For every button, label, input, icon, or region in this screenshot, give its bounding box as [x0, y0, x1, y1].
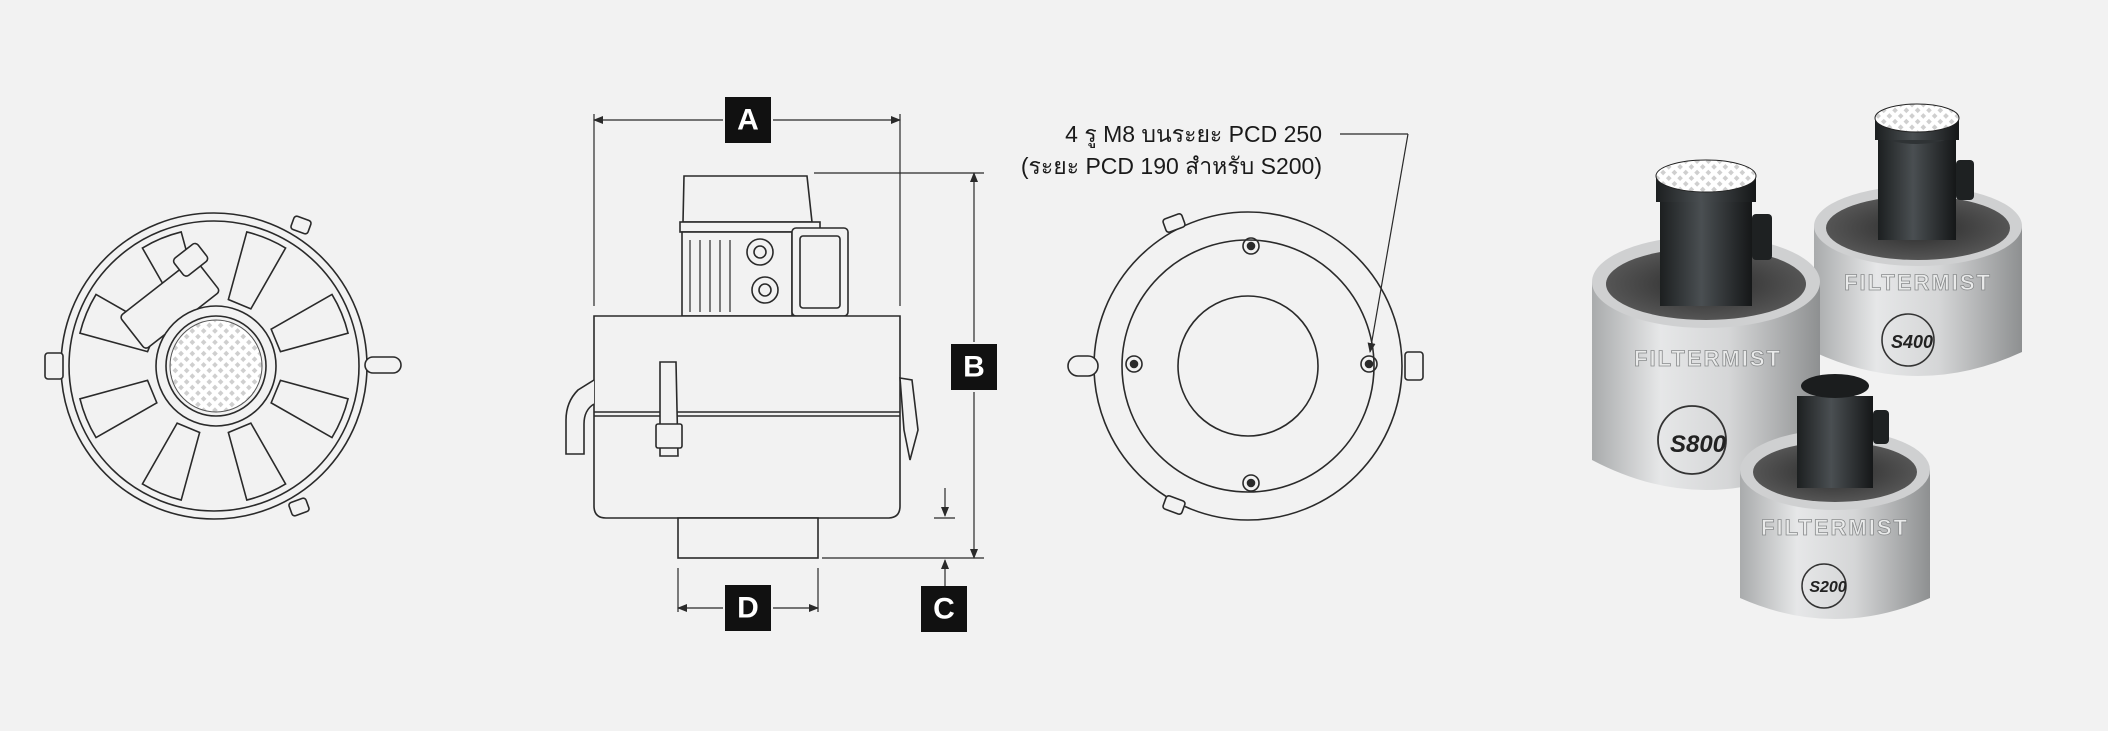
mounting-note-line1: 4 รู M8 บนระยะ PCD 250 [1065, 121, 1322, 148]
fan-vane [227, 422, 287, 502]
fan-vane [141, 422, 201, 502]
dimension-lines [593, 114, 984, 612]
product-s200: FILTERMIST S200 [1740, 374, 1930, 619]
product-s800-brand: FILTERMIST [1634, 346, 1782, 371]
note-leader-line [1340, 133, 1409, 353]
product-s800: FILTERMIST S800 [1592, 159, 1820, 490]
fan-vane [78, 293, 158, 353]
label-d-text: D [737, 592, 759, 625]
product-s400-brand: FILTERMIST [1844, 270, 1992, 295]
label-a-text: A [737, 104, 759, 137]
fan-vane [78, 379, 158, 439]
top-view-drawing [44, 212, 402, 520]
fan-vane [270, 293, 350, 353]
mounting-holes [1125, 237, 1378, 492]
side-view-drawing [565, 175, 919, 559]
fan-vane [270, 379, 350, 439]
label-a: A [725, 97, 771, 143]
bottom-view-drawing [1067, 211, 1424, 521]
product-s400-model: S400 [1891, 332, 1933, 352]
label-c: C [921, 586, 967, 632]
label-b: B [951, 344, 997, 390]
product-s200-brand: FILTERMIST [1761, 515, 1909, 540]
label-d: D [725, 585, 771, 631]
product-s200-model: S200 [1809, 579, 1846, 596]
product-s400: FILTERMIST S400 [1814, 103, 2022, 376]
product-s800-model: S800 [1670, 431, 1727, 458]
fan-vane [227, 230, 287, 310]
label-b-text: B [963, 351, 985, 384]
label-c-text: C [933, 593, 955, 626]
mounting-note-line2: (ระยะ PCD 190 สำหรับ S200) [1021, 153, 1322, 179]
